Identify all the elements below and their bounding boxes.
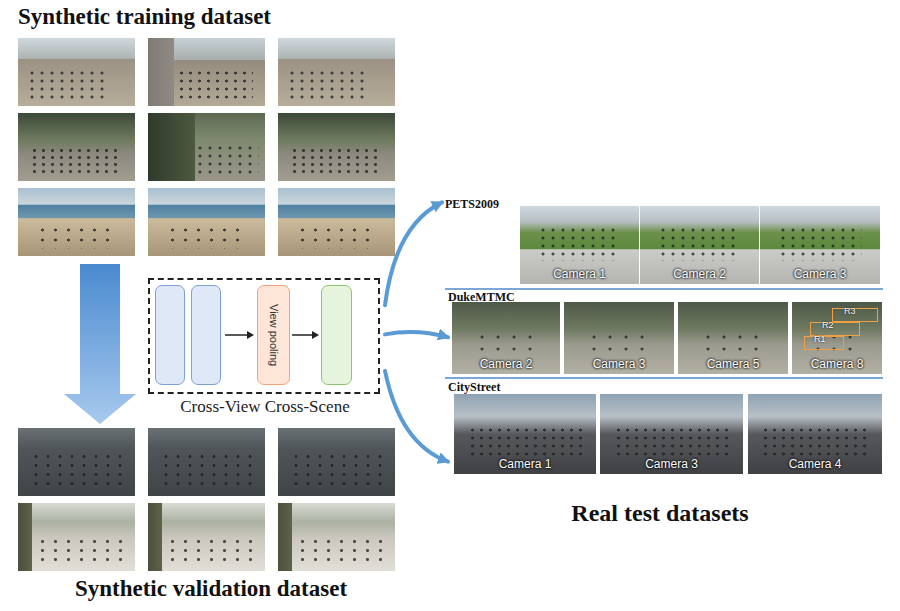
crowd — [761, 426, 868, 458]
crowd — [27, 69, 109, 100]
crowd — [290, 452, 384, 489]
divider-line — [445, 288, 883, 290]
scene-image — [148, 38, 265, 106]
region-label: R3 — [844, 306, 856, 316]
dataset-name: PETS2009 — [445, 197, 499, 212]
model-box: Cross-View Cross-Scene View pooling — [145, 276, 385, 422]
camera-label: Camera 3 — [600, 457, 743, 471]
flow-line — [292, 334, 313, 336]
region-label: R2 — [822, 320, 834, 330]
camera-view: Camera 4 — [748, 394, 882, 474]
camera-view: Camera 3 — [564, 302, 674, 374]
region-label: R1 — [814, 334, 826, 344]
conv-layer — [191, 285, 221, 385]
scene-image — [148, 428, 265, 496]
crowd — [290, 147, 384, 174]
flow-head — [312, 331, 319, 339]
camera-label: Camera 4 — [748, 457, 882, 471]
camera-label: Camera 2 — [640, 267, 759, 281]
crowd — [296, 225, 378, 249]
crowd — [287, 69, 369, 100]
crowd — [296, 537, 384, 564]
crowd — [614, 426, 728, 458]
flow-head — [247, 331, 254, 339]
dataset-row: DukeMTMCCamera 2Camera 3Camera 5Camera 8… — [448, 290, 882, 376]
output-layer — [321, 285, 352, 385]
scene-image — [18, 503, 135, 571]
dataset-panel: Synthetic training dataset — [15, 2, 407, 260]
crowd — [160, 452, 254, 489]
camera-label: Camera 3 — [564, 357, 674, 371]
scene-image — [278, 503, 395, 571]
flow-line — [225, 334, 248, 336]
divider-line — [445, 377, 883, 379]
scene-image — [148, 503, 265, 571]
camera-label: Camera 3 — [760, 267, 880, 281]
crowd — [36, 537, 124, 564]
scene-image — [278, 188, 395, 256]
dataset-row: CityStreetCamera 1 Camera 3 Camera 4 — [448, 380, 882, 476]
scene-image — [278, 113, 395, 181]
crowd — [700, 331, 766, 356]
camera-view: Camera 3 — [600, 394, 743, 474]
camera-view: Camera 5 — [678, 302, 788, 374]
camera-label: Camera 1 — [454, 457, 596, 471]
scene-image — [18, 188, 135, 256]
crowd — [30, 147, 124, 174]
crowd — [538, 226, 621, 261]
layer-label: View pooling — [268, 304, 280, 366]
camera-label: Camera 2 — [452, 357, 560, 371]
crowd — [468, 426, 582, 458]
dataset-row: PETS2009Camera 1Camera 2Camera 3 — [442, 188, 882, 284]
flow-arrow — [385, 371, 448, 462]
camera-label: Camera 1 — [520, 267, 639, 281]
scene-image — [148, 113, 265, 181]
camera-view: Camera 8 R3R2R1 — [792, 302, 882, 374]
flow-arrow — [385, 332, 448, 337]
crowd — [195, 144, 259, 175]
conv-layer — [155, 285, 185, 385]
test-group: Real test datasetsPETS2009Camera 1Camera… — [440, 186, 895, 536]
crowd — [658, 226, 741, 261]
region-outline — [810, 322, 860, 336]
scene-image — [18, 428, 135, 496]
scene-image — [18, 113, 135, 181]
camera-view: Camera 1 — [520, 206, 639, 284]
panel-heading: Synthetic validation dataset — [15, 576, 407, 602]
group-heading: Real test datasets — [440, 500, 880, 527]
crowd — [474, 331, 539, 356]
scene-image — [278, 428, 395, 496]
scene-image — [148, 188, 265, 256]
crowd — [36, 225, 118, 249]
camera-label: Camera 8 — [792, 357, 882, 371]
camera-view: Camera 2 — [640, 206, 759, 284]
crowd — [586, 331, 652, 356]
panel-heading: Synthetic training dataset — [18, 4, 271, 30]
big-flow-arrow — [64, 264, 136, 424]
scene-image — [18, 38, 135, 106]
pooling-layer: View pooling — [257, 285, 290, 385]
flow-arrow — [385, 202, 442, 305]
camera-view: Camera 3 — [760, 206, 880, 284]
dataset-panel: Synthetic validation dataset — [15, 428, 407, 611]
crowd — [166, 537, 254, 564]
dataset-name: CityStreet — [448, 380, 500, 395]
camera-label: Camera 5 — [678, 357, 788, 371]
model-name: Cross-View Cross-Scene — [145, 397, 385, 417]
crowd — [177, 69, 253, 100]
crowd — [166, 225, 248, 249]
camera-view: Camera 1 — [454, 394, 596, 474]
camera-view: Camera 2 — [452, 302, 560, 374]
crowd — [778, 226, 862, 261]
scene-image — [278, 38, 395, 106]
crowd — [30, 452, 124, 489]
